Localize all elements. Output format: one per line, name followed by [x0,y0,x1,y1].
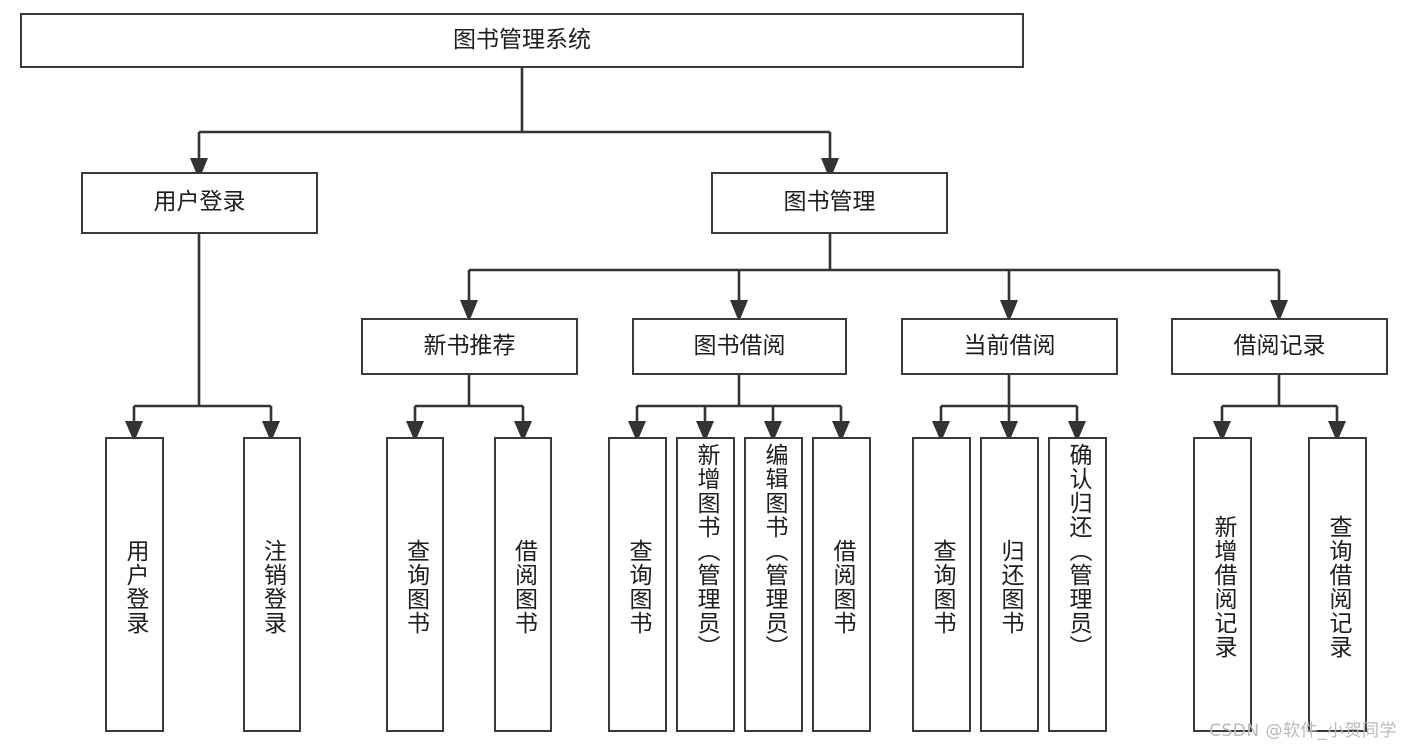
node-leaf-return-book[interactable]: 归还图书 [980,437,1039,732]
node-leaf-logout-label: 注销登录 [259,538,286,635]
csdn-watermark: CSDN @软件_小贺同学 [1209,721,1397,741]
node-leaf-query-book-new[interactable]: 查询图书 [386,437,444,732]
node-leaf-query-book-new-label: 查询图书 [402,538,429,635]
node-leaf-add-book-admin-label: 新增图书（管理员） [693,443,719,659]
node-current-borrow[interactable]: 当前借阅 [901,318,1118,375]
node-leaf-logout[interactable]: 注销登录 [243,437,301,732]
node-book-borrow-label: 图书借阅 [693,332,786,359]
node-leaf-user-login[interactable]: 用户登录 [105,437,164,732]
node-leaf-edit-book-admin[interactable]: 编辑图书（管理员） [744,437,803,732]
node-leaf-user-login-label: 用户登录 [122,538,148,635]
node-root-label: 图书管理系统 [453,26,591,53]
node-current-borrow-label: 当前借阅 [963,332,1056,359]
node-leaf-edit-book-admin-label: 编辑图书（管理员） [761,443,787,659]
node-user-login-label: 用户登录 [153,189,246,216]
node-leaf-query-borrow-record[interactable]: 查询借阅记录 [1308,437,1367,732]
node-leaf-confirm-return-admin[interactable]: 确认归还（管理员） [1048,437,1107,732]
node-new-book-recommend-label: 新书推荐 [423,332,516,359]
node-new-book-recommend[interactable]: 新书推荐 [361,318,578,375]
node-book-management-label: 图书管理 [783,189,876,216]
node-leaf-query-book-borrow-label: 查询图书 [625,538,651,635]
node-leaf-borrow-book-label: 借阅图书 [829,538,855,635]
node-leaf-query-book-current[interactable]: 查询图书 [912,437,971,732]
node-book-management[interactable]: 图书管理 [711,172,948,234]
node-leaf-confirm-return-admin-label: 确认归还（管理员） [1065,443,1091,659]
node-leaf-add-book-admin[interactable]: 新增图书（管理员） [676,437,735,732]
node-leaf-add-borrow-record[interactable]: 新增借阅记录 [1193,437,1252,732]
node-leaf-add-borrow-record-label: 新增借阅记录 [1210,514,1236,659]
node-leaf-borrow-book[interactable]: 借阅图书 [812,437,871,732]
node-user-login[interactable]: 用户登录 [81,172,318,234]
node-leaf-borrow-book-new[interactable]: 借阅图书 [494,437,552,732]
node-borrow-record[interactable]: 借阅记录 [1171,318,1388,375]
node-root-system[interactable]: 图书管理系统 [20,13,1024,68]
node-book-borrow[interactable]: 图书借阅 [632,318,847,375]
node-leaf-return-book-label: 归还图书 [997,538,1023,635]
node-leaf-query-borrow-record-label: 查询借阅记录 [1325,514,1351,659]
node-leaf-query-book-borrow[interactable]: 查询图书 [608,437,667,732]
node-leaf-borrow-book-new-label: 借阅图书 [510,538,537,635]
node-borrow-record-label: 借阅记录 [1233,332,1326,359]
node-leaf-query-book-current-label: 查询图书 [929,538,955,635]
